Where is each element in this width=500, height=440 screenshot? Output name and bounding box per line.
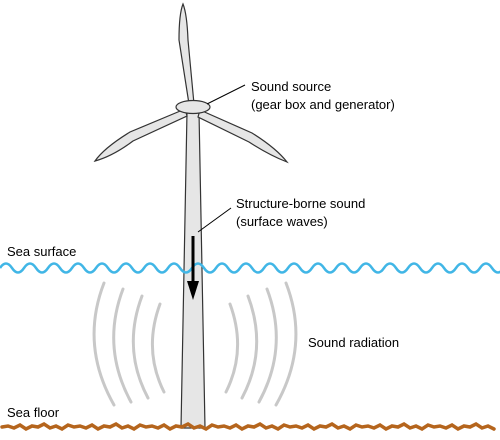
turbine-nacelle xyxy=(175,99,211,115)
sea-floor-line xyxy=(0,421,496,432)
sound-arc xyxy=(150,302,166,394)
turbine-blade-left xyxy=(93,108,188,163)
sea-surface-wave xyxy=(0,262,500,274)
structure-borne-pointer xyxy=(197,207,232,233)
sound-arc xyxy=(257,287,278,404)
structure-borne-sound-label: Structure-borne sound xyxy=(236,196,366,211)
sound-arc xyxy=(224,302,240,394)
sound-arc xyxy=(92,281,116,407)
turbine-blade-right xyxy=(197,109,289,164)
label-pointer-lines xyxy=(197,84,246,233)
structure-borne-sound-arrow xyxy=(187,236,199,300)
arrow-head xyxy=(187,281,199,300)
sound-source-sublabel: (gear box and generator) xyxy=(251,97,395,112)
turbine-blade-top xyxy=(178,2,195,105)
sound-source-label: Sound source xyxy=(251,79,332,94)
sound-radiation-arcs-right xyxy=(224,281,298,407)
sea-surface-label: Sea surface xyxy=(7,244,77,259)
sound-source-pointer xyxy=(206,84,246,105)
sound-arc xyxy=(274,281,298,407)
sound-arc xyxy=(131,294,150,400)
sound-radiation-arcs-left xyxy=(92,281,166,407)
sound-arc xyxy=(240,294,259,400)
turbine-blades xyxy=(93,2,289,164)
structure-borne-sound-sublabel: (surface waves) xyxy=(236,214,328,229)
sound-radiation-label: Sound radiation xyxy=(308,335,400,350)
sea-floor-label: Sea floor xyxy=(7,405,60,420)
sound-arc xyxy=(112,287,133,404)
